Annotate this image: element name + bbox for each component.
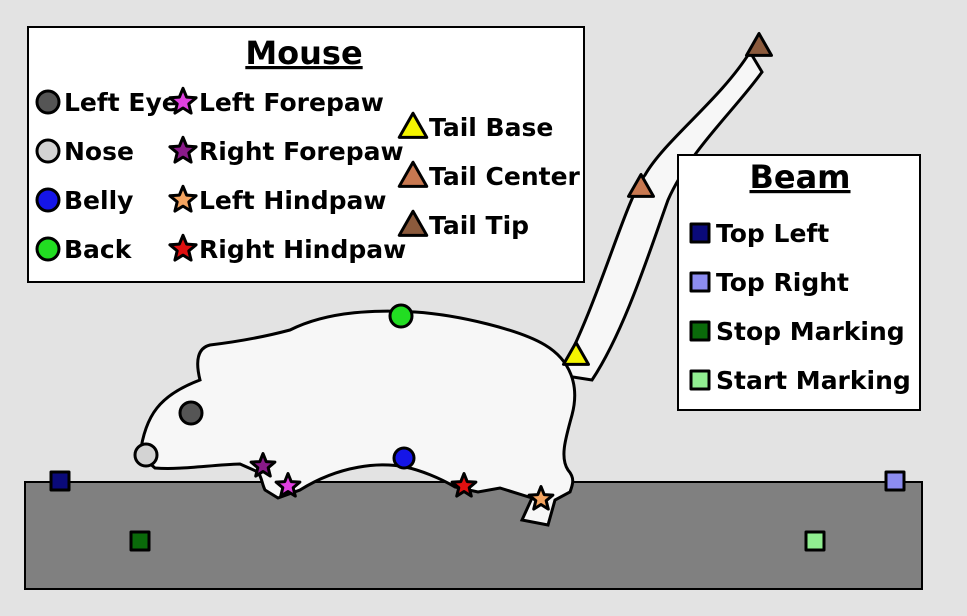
legend-label: Tail Center [429,162,581,191]
top-right-legend-marker [689,271,711,293]
start-marking-legend-marker [689,369,711,391]
belly-keypoint [392,446,416,470]
legend-label: Left Hindpaw [199,186,386,215]
legend-label: Right Hindpaw [199,235,406,264]
legend-label: Left Forepaw [199,88,384,117]
belly-legend-marker [35,187,61,213]
mouse-legend-box [27,26,585,283]
legend-label: Left Eye [64,88,179,117]
legend-item-right-forepaw: Right Forepaw [168,135,404,166]
left-eye-keypoint [178,400,204,426]
legend-label: Tail Base [429,113,553,142]
legend-item-top-left: Top Left [689,219,829,248]
beam-markers [49,470,906,552]
legend-label: Top Right [716,268,849,297]
tail-center-legend-marker [397,160,429,188]
right-hindpaw-keypoint [450,472,478,498]
nose-keypoint [133,442,159,468]
beam-legend-box [677,154,921,411]
legend-label: Stop Marking [716,317,905,346]
legend-label: Top Left [716,219,829,248]
tail-base-keypoint [562,341,590,366]
mouse-keypoints [133,32,773,511]
tail-base-legend-marker [397,111,429,139]
top-left-legend-marker [689,222,711,244]
top-left-marker [49,470,71,492]
right-hindpaw-legend-marker [168,233,198,262]
legend-item-start-marking: Start Marking [689,366,911,395]
start-marking-marker [804,530,826,552]
legend-item-tail-base: Tail Base [397,111,553,142]
right-forepaw-keypoint [249,452,277,478]
back-legend-marker [35,236,61,262]
nose-legend-marker [35,138,61,164]
stop-marking-legend-marker [689,320,711,342]
left-hindpaw-keypoint [527,485,555,511]
left-forepaw-legend-marker [168,86,198,115]
right-forepaw-legend-marker [168,135,198,164]
legend-item-tail-tip: Tail Tip [397,209,529,240]
legend-item-right-hindpaw: Right Hindpaw [168,233,406,264]
legend-item-left-hindpaw: Left Hindpaw [168,184,386,215]
legend-label: Nose [64,137,134,166]
mouse-legend-title: Mouse [245,34,362,72]
legend-item-tail-center: Tail Center [397,160,581,191]
tail-tip-legend-marker [397,209,429,237]
legend-label: Right Forepaw [199,137,404,166]
legend-label: Tail Tip [429,211,529,240]
legend-item-top-right: Top Right [689,268,849,297]
legend-label: Belly [64,186,133,215]
legend-label: Start Marking [716,366,911,395]
top-right-marker [884,470,906,492]
beam-legend-title: Beam [749,158,850,196]
tail-center-keypoint [627,173,655,198]
legend-item-left-forepaw: Left Forepaw [168,86,384,117]
legend-item-back: Back [35,235,133,264]
left-forepaw-keypoint [274,472,302,498]
left-hindpaw-legend-marker [168,184,198,213]
legend-item-left-eye: Left Eye [35,88,179,117]
legend-item-nose: Nose [35,137,134,166]
legend-label: Back [64,235,133,264]
mouse-tail [557,49,764,382]
legend-item-belly: Belly [35,186,133,215]
left-eye-legend-marker [35,89,61,115]
legend-item-stop-marking: Stop Marking [689,317,905,346]
beam [24,481,923,590]
tail-tip-keypoint [745,32,773,57]
back-keypoint [388,303,414,329]
stop-marking-marker [129,530,151,552]
